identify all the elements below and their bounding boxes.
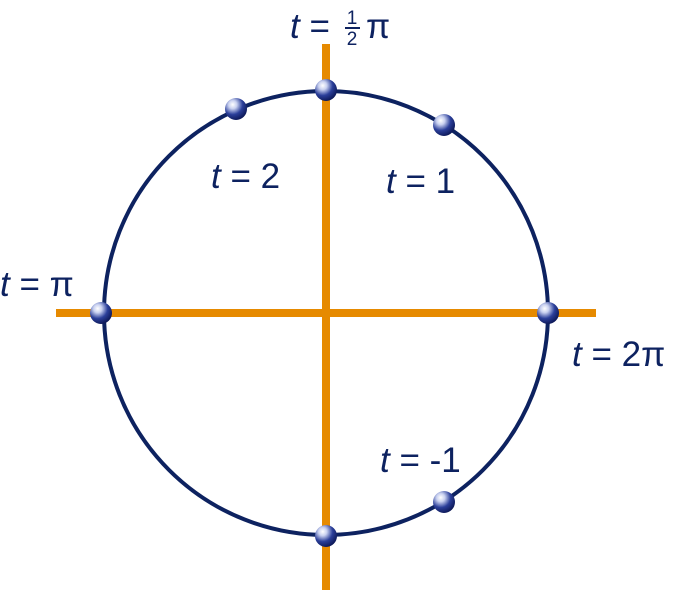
point-t-minus-1: [433, 491, 455, 513]
point-right: [537, 302, 559, 324]
point-left: [90, 302, 112, 324]
point-bottom: [315, 525, 337, 547]
label-top-frac-den: 2: [347, 29, 358, 50]
label-lower-right: t = -1: [380, 441, 461, 480]
label-top-tail: π: [366, 7, 390, 46]
label-upper-left: t = 2: [211, 157, 280, 196]
label-left: t = π: [0, 265, 74, 304]
label-upper-right: t = 1: [386, 162, 455, 201]
label-top: t =: [290, 7, 330, 46]
point-t-1: [433, 114, 455, 136]
label-right: t = 2π: [572, 335, 665, 374]
point-t-2: [225, 98, 247, 120]
label-top-frac-num: 1: [347, 8, 358, 29]
point-top: [315, 79, 337, 101]
